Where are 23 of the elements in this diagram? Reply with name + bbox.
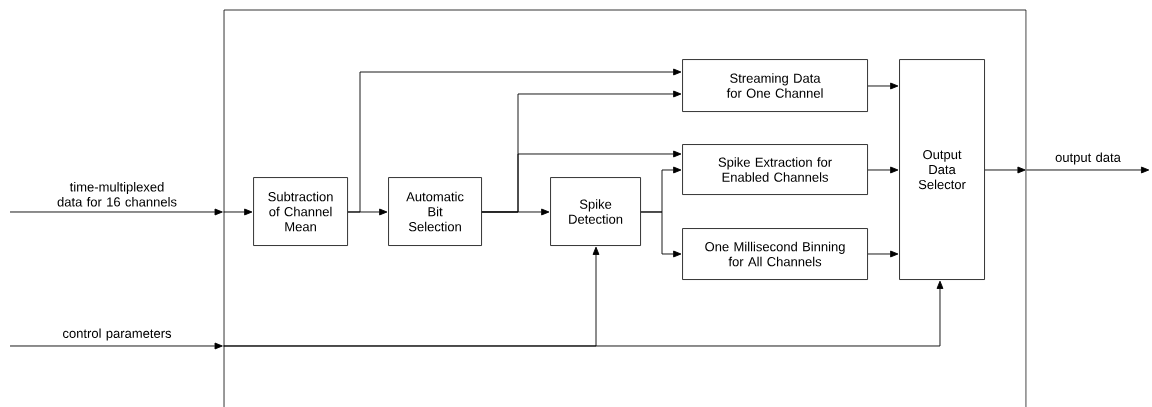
edge-label: time-multiplexed data for 16 channels [57, 182, 177, 207]
edge-label: output data [1055, 152, 1121, 165]
arrow [481, 208, 550, 216]
process-box: Streaming Data for One Channel [682, 59, 868, 112]
edge-label: control parameters [63, 328, 172, 341]
frame-box [223, 9, 1027, 407]
arrow [867, 82, 899, 90]
arrow [867, 166, 899, 174]
arrow [347, 208, 388, 216]
process-box: Spike Extraction for Enabled Channels [682, 144, 868, 195]
arrow [984, 166, 1026, 174]
arrow [1026, 166, 1150, 174]
arrow [223, 208, 253, 216]
arrow [223, 280, 944, 347]
process-box: One Millisecond Binning for All Channels [682, 228, 868, 280]
arrow [640, 211, 682, 258]
process-box: Output Data Selector [899, 59, 985, 280]
arrow [9, 342, 223, 350]
arrow [867, 250, 899, 258]
process-box: Subtraction of Channel Mean [253, 177, 348, 246]
process-box: Automatic Bit Selection [388, 177, 482, 246]
process-box: Spike Detection [550, 177, 641, 246]
arrow [9, 208, 223, 216]
